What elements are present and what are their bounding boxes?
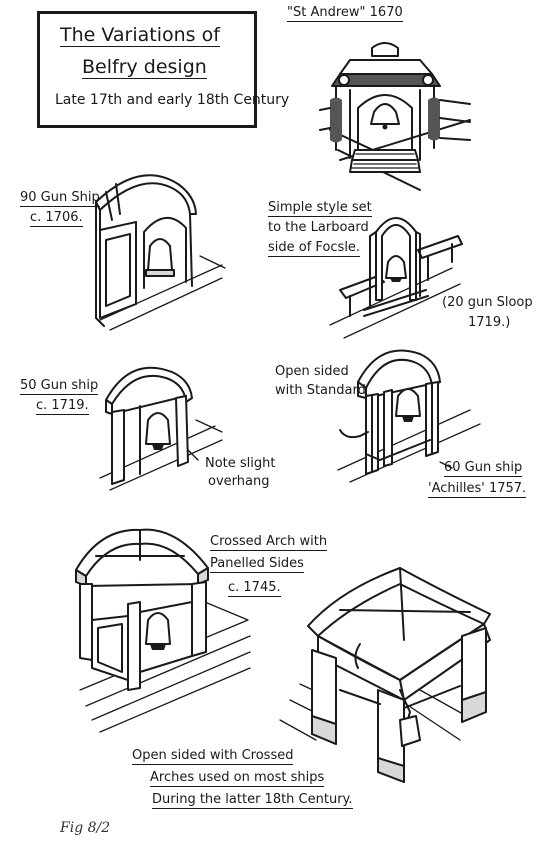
large-crossed-arch-belfry-drawing [279,567,491,783]
label-simple-line2: to the Larboard [268,220,369,235]
label-gun50-line1: 50 Gun ship [20,378,99,395]
simple-style-belfry-drawing [329,217,463,339]
label-simple-line3: side of Focsle. [268,240,361,257]
label-note-line1: Note slight [205,456,276,471]
note-pointer-line [187,449,199,461]
title-line1: The Variations of [60,24,220,47]
figure-caption: Fig 8/2 [60,820,111,836]
title-line3: Late 17th and early 18th Century [55,92,290,108]
title-line2: Belfry design [82,56,207,79]
gun50-belfry-drawing [99,366,223,491]
title-box [37,11,257,128]
label-bottom-line2: Arches used on most ships [150,770,325,787]
label-sloop-line2: 1719.) [468,315,511,330]
label-crossed-line1: Crossed Arch with [210,534,328,551]
crossed-arch-belfry-drawing [75,528,251,733]
label-open-standard-line1: Open sided [275,364,349,379]
label-achilles-line1: 60 Gun ship [444,460,523,477]
label-st-andrew: "St Andrew" 1670 [287,5,403,22]
label-bottom-line3: During the latter 18th Century. [152,792,353,809]
label-achilles-line2: 'Achilles' 1757. [428,481,527,498]
label-sloop-line1: (20 gun Sloop [442,295,533,310]
achilles-belfry-drawing [337,349,481,483]
label-simple-line1: Simple style set [268,200,372,217]
label-crossed-line2: Panelled Sides [210,556,304,573]
st-andrew-belfry-drawing [319,42,471,191]
label-crossed-line3: c. 1745. [228,580,281,597]
achilles-pointer-line [439,461,453,469]
label-gun90-line2: c. 1706. [30,210,83,227]
label-open-standard-line2: with Standard [275,383,366,398]
label-gun90-line1: 90 Gun Ship [20,190,100,207]
label-note-line2: overhang [208,474,270,489]
label-bottom-line1: Open sided with Crossed [132,748,294,765]
gun90-belfry-drawing [95,174,226,331]
label-gun50-line2: c. 1719. [36,398,89,415]
